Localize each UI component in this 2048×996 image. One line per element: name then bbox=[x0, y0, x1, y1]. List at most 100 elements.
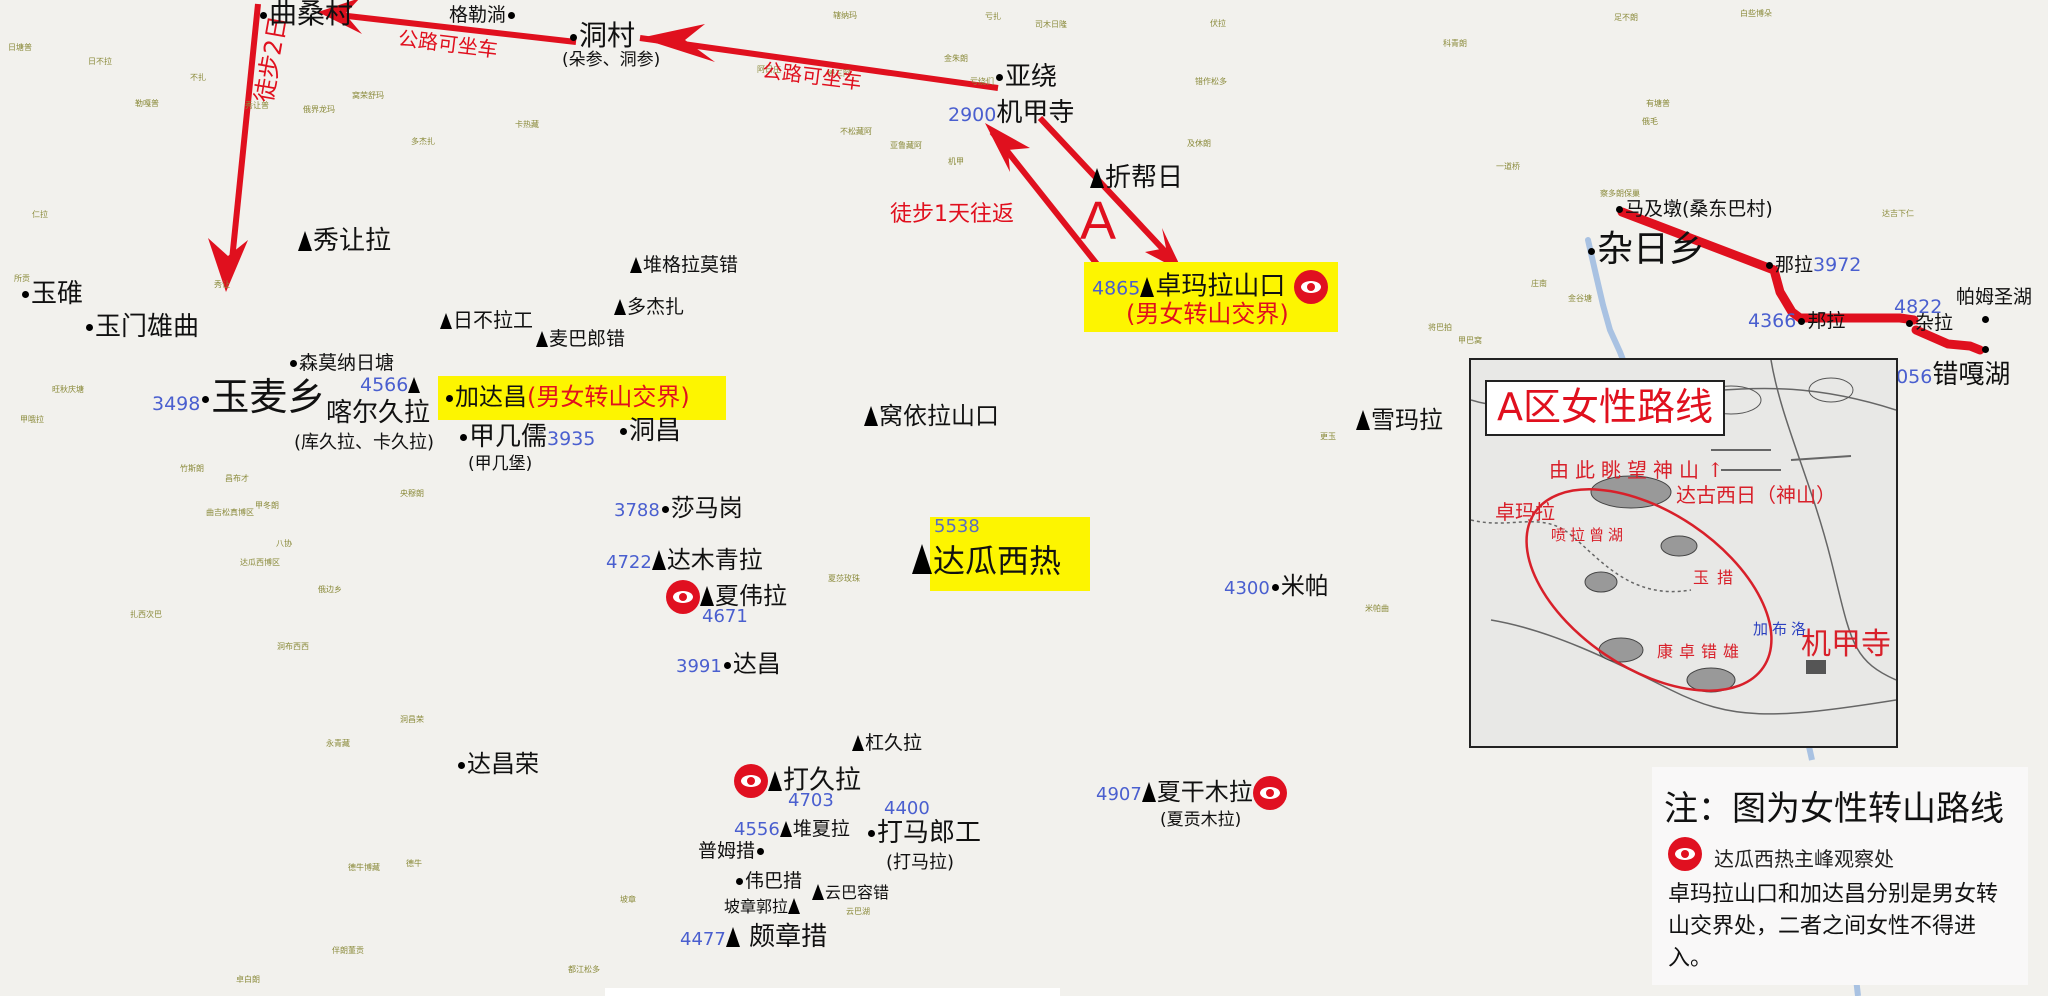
village-dot-icon bbox=[1906, 320, 1913, 327]
viewpoint-eye-icon[interactable] bbox=[1252, 776, 1287, 810]
inset-label-zhuoma: 卓玛拉 bbox=[1495, 500, 1555, 524]
background-village-label: 德牛博藏 bbox=[348, 863, 380, 872]
place-pamushenghu[interactable]: 帕姆圣湖 bbox=[1956, 286, 2033, 308]
place-nala[interactable]: 那拉3972 bbox=[1764, 256, 1861, 275]
place-ribulagong[interactable]: 日不拉工 bbox=[440, 310, 533, 330]
place-zala[interactable]: 杂拉 bbox=[1904, 314, 1953, 333]
village-dot-icon bbox=[1271, 583, 1279, 591]
mountain-icon bbox=[852, 735, 864, 751]
place-xiurangla[interactable]: 秀让拉 bbox=[298, 228, 391, 254]
place-yumenxiongqu[interactable]: 玉门雄曲 bbox=[84, 314, 199, 340]
viewpoint-eye-icon[interactable] bbox=[666, 580, 700, 614]
background-village-label: 八协 bbox=[276, 539, 292, 548]
background-village-label: 秀让普 bbox=[245, 101, 269, 110]
viewpoint-eye-icon[interactable] bbox=[1293, 270, 1328, 304]
village-dot-icon bbox=[1798, 318, 1806, 325]
background-village-label: 不扎 bbox=[190, 73, 206, 82]
background-village-label: 金谷塘 bbox=[1568, 294, 1592, 303]
zhuomala-highlight bbox=[1084, 262, 1338, 332]
background-village-label: 察多朗保巢 bbox=[1600, 189, 1640, 198]
place-maibalangcuo[interactable]: 麦巴郎错 bbox=[536, 330, 625, 349]
mountain-icon bbox=[1356, 410, 1370, 430]
place-weibacuo[interactable]: 伟巴措 bbox=[734, 872, 802, 891]
background-village-label: 达吉下仁 bbox=[1882, 209, 1914, 218]
inset-label-kangzhuo: 康卓错雄 bbox=[1657, 642, 1746, 661]
background-village-label: 白些博朵 bbox=[1740, 9, 1772, 18]
place-xiaweila[interactable]: 夏伟拉 bbox=[666, 580, 787, 614]
place-daguaxire[interactable]: 达瓜西热 bbox=[912, 544, 1061, 577]
place-duigelamocuo[interactable]: 堆格拉莫错 bbox=[630, 256, 738, 275]
inset-map-zone-a[interactable]: A区女性路线 由此眺望神山 达古西日（神山） ↑ 卓玛拉 喷拉曾湖 玉措 康卓错… bbox=[1469, 358, 1898, 748]
village-dot-icon bbox=[996, 74, 1003, 81]
background-village-label: 科青朗 bbox=[1443, 39, 1467, 48]
place-xuemala[interactable]: 雪玛拉 bbox=[1356, 408, 1443, 432]
place-yudui[interactable]: 玉碓 bbox=[20, 281, 83, 307]
background-village-label: 昌布才 bbox=[225, 474, 249, 483]
place-cuogahu[interactable]: 4056错嘎湖 bbox=[1884, 360, 2011, 390]
place-dongchang[interactable]: 洞昌 bbox=[618, 418, 681, 444]
place-kaerjiula-alias: (库久拉、卡久拉) bbox=[294, 432, 435, 453]
jiadachang-highlight bbox=[438, 376, 726, 420]
inset-label-jijiasi: 机甲寺 bbox=[1801, 627, 1891, 662]
place-duojiezha[interactable]: 多杰扎 bbox=[614, 298, 684, 317]
background-village-label: 庄南 bbox=[1531, 279, 1547, 288]
legend-eye-label: 达瓜西热主峰观察处 bbox=[1714, 847, 1894, 871]
village-dot-icon bbox=[86, 324, 93, 331]
place-jiajiru-alias: (甲几堡) bbox=[468, 454, 533, 474]
background-village-label: 伴朗董贡 bbox=[332, 946, 364, 955]
place-pozhangcuo[interactable]: 4477 颇章措 bbox=[680, 922, 828, 952]
place-pozhangguola[interactable]: 坡章郭拉 bbox=[724, 898, 801, 915]
place-gelexiao[interactable]: 格勒淌 bbox=[449, 6, 517, 25]
place-zhebangri[interactable]: 折帮日 bbox=[1090, 165, 1183, 191]
background-village-label: 亏扎 bbox=[985, 12, 1001, 21]
village-dot-icon bbox=[1766, 262, 1773, 269]
place-pumucuo[interactable]: 普姆措 bbox=[698, 842, 766, 861]
inset-label-lake: 喷拉曾湖 bbox=[1551, 526, 1628, 544]
place-woyilashankou[interactable]: 窝依拉山口 bbox=[864, 404, 999, 428]
place-kaerjiula[interactable]: 喀尔久拉 bbox=[326, 398, 431, 428]
background-village-label: 夏莎玫珠 bbox=[828, 574, 860, 583]
mountain-icon bbox=[408, 377, 421, 393]
place-yunbarongcuo[interactable]: 云巴容错 bbox=[812, 884, 889, 901]
place-majidun[interactable]: 马及墩(桑东巴村) bbox=[1614, 200, 1773, 219]
background-village-label: 机甲 bbox=[948, 157, 964, 166]
place-dongcun[interactable]: 洞村 bbox=[568, 22, 635, 50]
background-village-label: 甲冬朗 bbox=[255, 501, 279, 510]
place-damalanggong[interactable]: 打马郎工 bbox=[866, 820, 981, 846]
place-dajiula[interactable]: 打久拉 bbox=[734, 764, 861, 798]
background-village-label: 日不拉 bbox=[88, 57, 112, 66]
place-kaerjiula-peak[interactable]: 4566 bbox=[360, 376, 421, 395]
mountain-icon bbox=[768, 770, 782, 791]
background-village-label: 及休朗 bbox=[1187, 139, 1211, 148]
viewpoint-eye-icon[interactable] bbox=[734, 764, 768, 798]
village-dot-icon bbox=[736, 878, 743, 885]
background-village-label: 俄毛 bbox=[1642, 117, 1658, 126]
place-jijiasi[interactable]: 2900机甲寺 bbox=[948, 98, 1075, 128]
background-village-label: 都江松多 bbox=[568, 965, 600, 974]
background-village-label: 不松藏阿 bbox=[840, 127, 872, 136]
place-jiajiru[interactable]: 甲几儒3935 bbox=[458, 424, 595, 450]
place-gangjiula[interactable]: 杠久拉 bbox=[852, 734, 922, 753]
place-qusangcun[interactable]: 曲桑村 bbox=[258, 0, 353, 28]
place-jiadachang[interactable]: 加达昌(男女转山交界) bbox=[444, 385, 690, 409]
background-village-label: 多杰扎 bbox=[411, 137, 435, 146]
place-yarao[interactable]: 亚绕 bbox=[994, 64, 1057, 90]
place-zarixiang[interactable]: 杂日乡 bbox=[1586, 232, 1705, 268]
place-dachangrong[interactable]: 达昌荣 bbox=[456, 752, 539, 776]
place-senmonaritang[interactable]: 森莫纳日塘 bbox=[288, 354, 394, 373]
daguaxire-elevation: 5538 bbox=[934, 516, 980, 537]
daguaxire-highlight bbox=[930, 517, 1090, 591]
inset-label-dagu: 达古西日（神山） bbox=[1676, 483, 1836, 507]
background-village-label: 洞布西西 bbox=[277, 642, 309, 651]
